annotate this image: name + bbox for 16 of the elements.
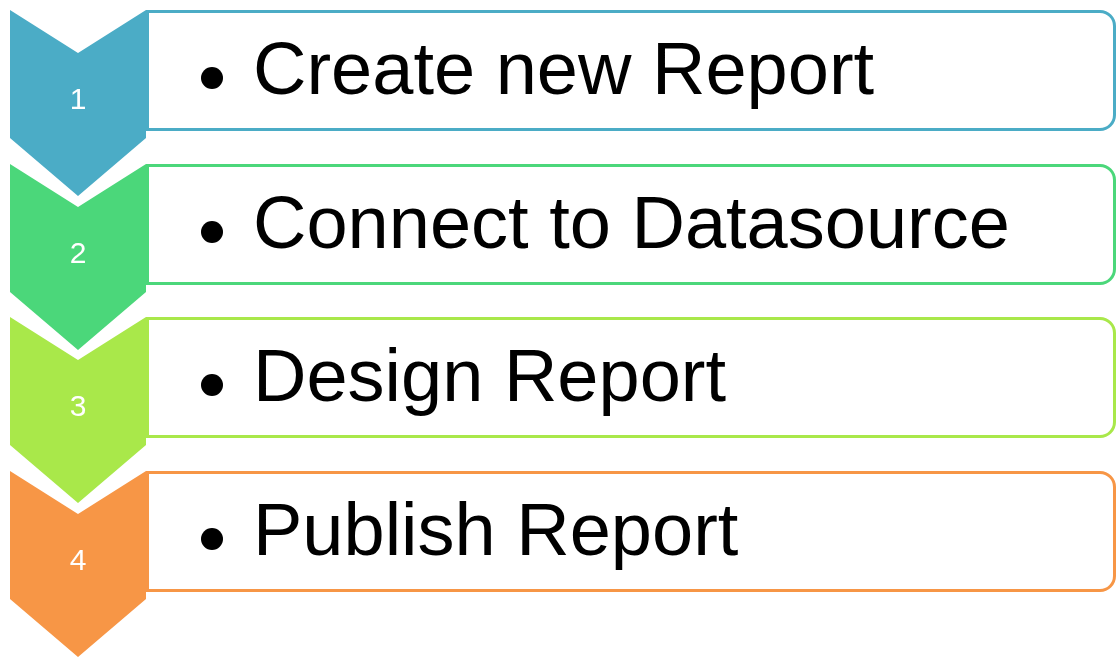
chevron-shape: [10, 163, 146, 350]
step-text: Connect to Datasource: [253, 179, 1010, 266]
chevron-shape: [10, 470, 146, 657]
chevron-shape: [10, 317, 146, 503]
step-text: Design Report: [253, 333, 726, 419]
step-text: Create new Report: [253, 26, 875, 112]
step-text: Publish Report: [253, 486, 739, 573]
step-box: [146, 317, 1116, 438]
step-number: 1: [68, 82, 88, 116]
step-box: [146, 470, 1116, 592]
chevron-shape: [10, 10, 146, 196]
step-number: 4: [68, 542, 88, 577]
step-number: 2: [68, 235, 88, 270]
step-box: [146, 10, 1116, 131]
step-number: 3: [68, 389, 88, 423]
step-box: [146, 163, 1116, 285]
